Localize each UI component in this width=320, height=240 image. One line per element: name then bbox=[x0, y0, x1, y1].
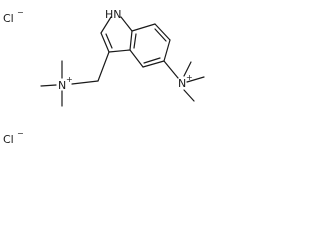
ammonium-charge-right: + bbox=[186, 73, 193, 82]
bond-c2-c3-double bbox=[105, 33, 113, 49]
bond-c4-c3a bbox=[129, 49, 144, 68]
indole-nh-label: HN bbox=[105, 8, 122, 21]
bond-c7-c6-double bbox=[154, 28, 167, 42]
bond-c7a-c7 bbox=[131, 23, 156, 32]
bond-c5-c4 bbox=[142, 60, 165, 68]
bond-c2-c3 bbox=[100, 32, 110, 53]
bond-lines bbox=[40, 16, 205, 107]
ammonium-label-left: N bbox=[58, 79, 66, 92]
bond-c3-c3a bbox=[108, 49, 131, 53]
bond-nright-me-right bbox=[186, 76, 205, 83]
bond-nleft-me-left bbox=[40, 84, 57, 87]
chloride-label-2: Cl bbox=[3, 133, 14, 146]
chloride-charge-2: − bbox=[17, 129, 24, 138]
chloride-charge-1: − bbox=[17, 8, 24, 17]
bond-c3a-c7a bbox=[129, 30, 133, 51]
ammonium-label-right: N bbox=[178, 77, 186, 90]
bond-c6-c5 bbox=[163, 39, 171, 62]
structure-drawing: Cl − HN N + N + Cl − bbox=[0, 0, 217, 159]
bond-c3-ch2 bbox=[97, 51, 110, 82]
bond-nright-me-down bbox=[183, 89, 195, 102]
bond-c7-c6 bbox=[154, 23, 171, 41]
molecule-svg: Cl − HN N + N + Cl − bbox=[3, 8, 205, 146]
bond-c5-n bbox=[163, 60, 179, 79]
chloride-label-1: Cl bbox=[3, 12, 14, 25]
bond-ch2-n bbox=[71, 80, 99, 85]
bond-n1-c7a bbox=[120, 16, 133, 32]
bond-nright-me-up bbox=[183, 61, 192, 77]
bond-c3a-c7a-inner bbox=[133, 33, 137, 49]
bond-n1-c2 bbox=[100, 16, 112, 34]
bond-c5-c4-double bbox=[143, 57, 161, 64]
ammonium-charge-left: + bbox=[66, 75, 73, 84]
